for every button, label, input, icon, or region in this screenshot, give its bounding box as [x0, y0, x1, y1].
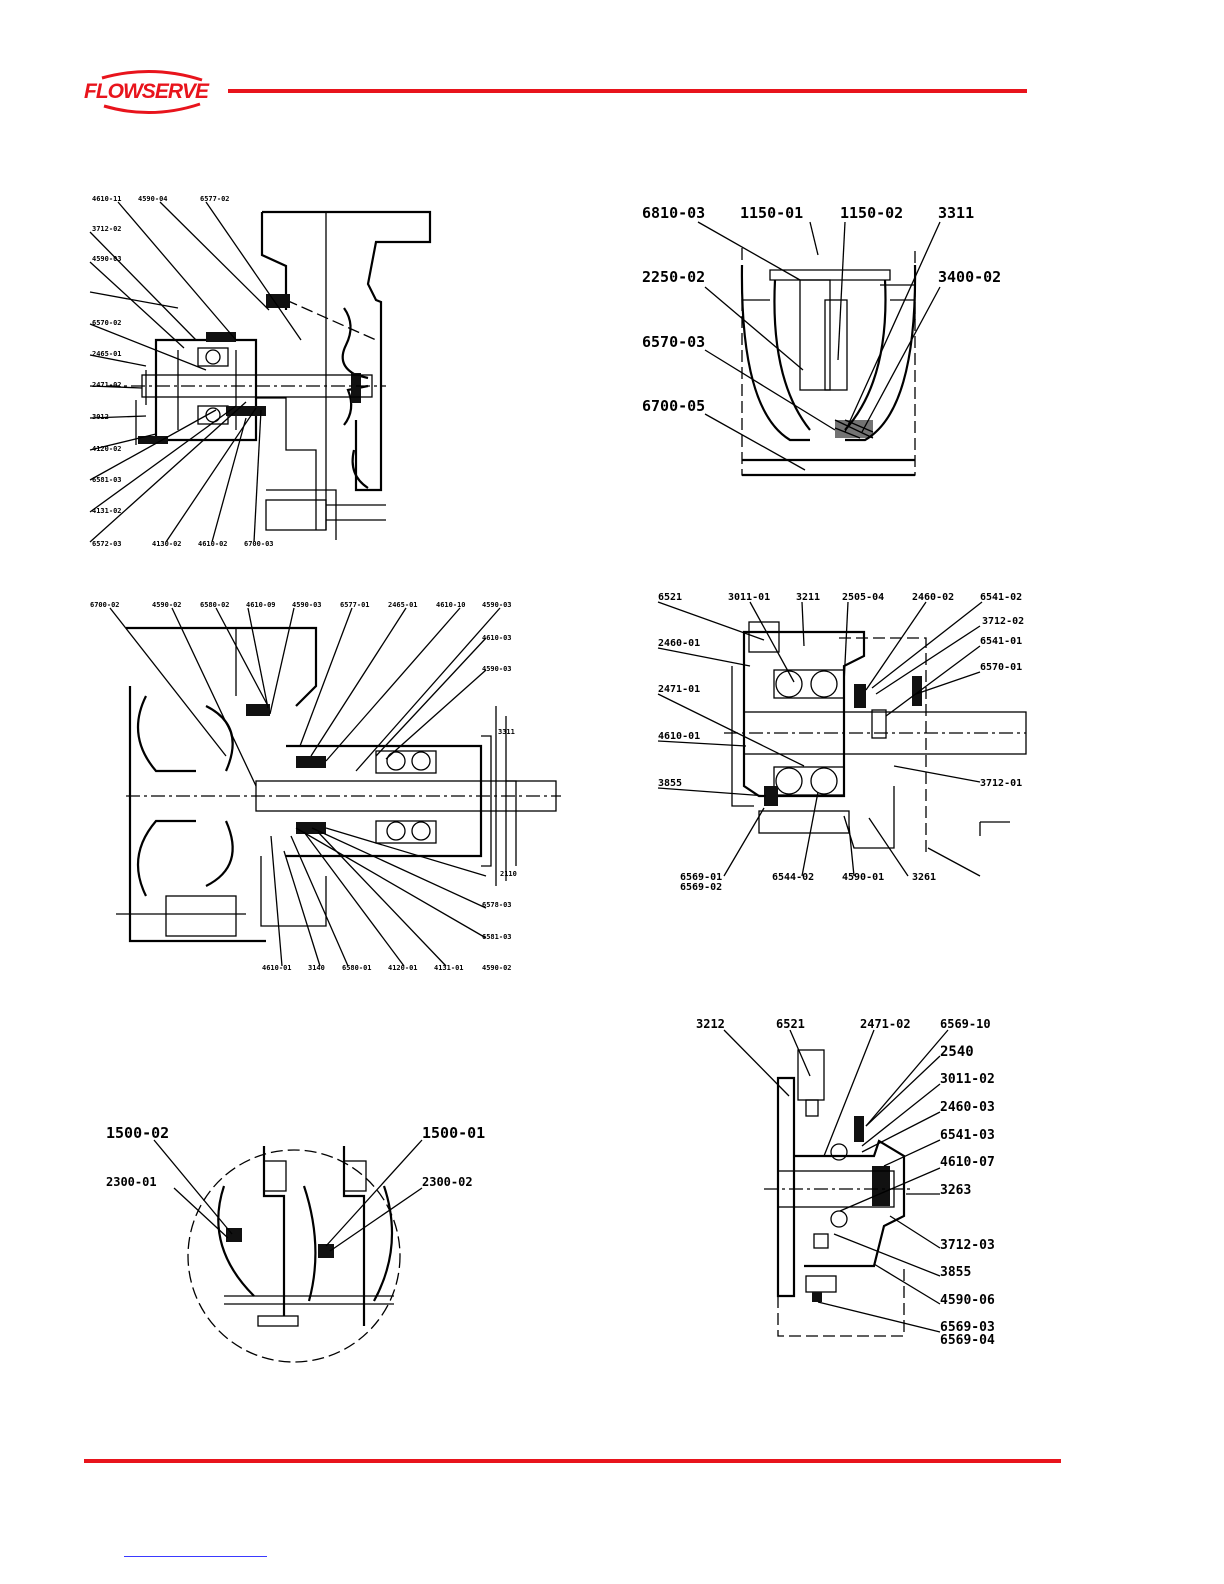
fig4-label: 3211 — [796, 592, 820, 603]
fig3-label: 4590-02 — [152, 601, 182, 609]
fig1-label: 3712-02 — [92, 225, 122, 233]
fig3-label: 4610-03 — [482, 634, 512, 642]
fig4-label: 6569-02 — [680, 882, 722, 893]
fig4-label: 6521 — [658, 592, 682, 603]
fig5-label: 1500-01 — [422, 1124, 485, 1142]
fig1-label: 2471-02 — [92, 381, 122, 389]
fig6-label: 2460-03 — [940, 1100, 995, 1115]
fig3-label: 4590-03 — [482, 601, 512, 609]
fig4-label: 3261 — [912, 872, 936, 883]
fig3-label: 3140 — [308, 964, 325, 972]
fig6-label: 3212 — [696, 1017, 725, 1031]
fig1-label: 4131-02 — [92, 507, 122, 515]
fig1-label: 2465-01 — [92, 350, 122, 358]
fig3-label: 6700-02 — [90, 601, 120, 609]
fig1-label: 6700-03 — [244, 540, 274, 548]
figure-3-sectional-drawing: 6700-02 4590-02 6580-02 4610-09 4590-03 … — [90, 601, 561, 972]
fig3-label: 4131-01 — [434, 964, 464, 972]
fig3-label: 4590-02 — [482, 964, 512, 972]
fig3-label: 4610-10 — [436, 601, 466, 609]
footer-link-underline[interactable] — [124, 1556, 267, 1557]
fig6-label: 3011-02 — [940, 1072, 995, 1087]
fig3-label: 4590-03 — [292, 601, 322, 609]
header-rule — [228, 89, 1027, 93]
fig1-label: 6570-02 — [92, 319, 122, 327]
fig2-label: 3311 — [938, 204, 974, 222]
fig6-label: 6541-03 — [940, 1128, 995, 1143]
fig3-label: 4610-09 — [246, 601, 276, 609]
figure-4-sectional-drawing: 6521 3011-01 3211 2505-04 2460-02 6541-0… — [657, 592, 1027, 893]
fig4-label: 2471-01 — [658, 684, 700, 695]
fig3-label: 3311 — [498, 728, 515, 736]
fig6-label: 2471-02 — [860, 1017, 911, 1031]
fig4-label: 2505-04 — [842, 592, 884, 603]
fig3-label: 6578-03 — [482, 901, 512, 909]
fig1-label: 6577-02 — [200, 195, 230, 203]
fig6-label: 2540 — [940, 1044, 974, 1060]
fig2-label: 6700-05 — [642, 397, 705, 415]
fig3-label: 4590-03 — [482, 665, 512, 673]
footer-rule — [84, 1459, 1061, 1463]
fig1-label: 3012 — [92, 413, 109, 421]
fig5-label: 1500-02 — [106, 1124, 169, 1142]
fig2-label: 2250-02 — [642, 268, 705, 286]
fig6-label: 3263 — [940, 1183, 971, 1198]
fig2-label: 6570-03 — [642, 333, 705, 351]
fig3-label: 6580-02 — [200, 601, 230, 609]
fig6-label: 6569-10 — [940, 1017, 991, 1031]
fig4-label: 6541-01 — [980, 636, 1022, 647]
fig4-label: 2460-02 — [912, 592, 954, 603]
fig4-label: 3011-01 — [728, 592, 770, 603]
fig1-label: 4610-11 — [92, 195, 122, 203]
fig6-label: 6521 — [776, 1017, 805, 1031]
figure-6-sectional-drawing: 3212 6521 2471-02 6569-10 2540 3011-02 2… — [696, 1017, 995, 1348]
fig4-label: 3712-01 — [980, 778, 1022, 789]
fig1-label: 4590-04 — [138, 195, 168, 203]
fig6-label: 6569-04 — [940, 1333, 995, 1348]
fig3-label: 2110 — [500, 870, 517, 878]
fig4-label: 6570-01 — [980, 662, 1022, 673]
figure-5-detail-drawing: 1500-02 2300-01 1500-01 2300-02 — [106, 1124, 485, 1363]
fig6-label: 3855 — [940, 1265, 971, 1280]
figure-2-sectional-drawing: 6810-03 1150-01 1150-02 3311 2250-02 340… — [642, 204, 1001, 477]
fig6-label: 4590-06 — [940, 1293, 995, 1308]
fig3-label: 6581-03 — [482, 933, 512, 941]
fig1-label: 6581-03 — [92, 476, 122, 484]
fig1-label: 4590-03 — [92, 255, 122, 263]
fig6-label: 4610-07 — [940, 1155, 995, 1170]
logo-swoosh-icon — [101, 69, 203, 114]
fig2-label: 1150-01 — [740, 204, 803, 222]
fig4-label: 3855 — [658, 778, 682, 789]
fig1-label: 6572-03 — [92, 540, 122, 548]
fig2-label: 1150-02 — [840, 204, 903, 222]
logo-wordmark: FLOWSERVE — [84, 80, 209, 103]
fig3-label: 4610-01 — [262, 964, 292, 972]
fig6-label: 6569-03 — [940, 1320, 995, 1335]
fig3-label: 2465-01 — [388, 601, 418, 609]
fig3-label: 4120-01 — [388, 964, 418, 972]
flowserve-logo: FLOWSERVE — [82, 66, 222, 116]
fig4-label: 2460-01 — [658, 638, 700, 649]
fig4-label: 3712-02 — [982, 616, 1024, 627]
fig3-label: 6577-01 — [340, 601, 370, 609]
fig4-label: 6541-02 — [980, 592, 1022, 603]
fig4-label: 4610-01 — [658, 731, 700, 742]
fig5-label: 2300-01 — [106, 1175, 157, 1189]
figure-1-sectional-drawing: 4610-11 4590-04 6577-02 3712-02 4590-03 … — [89, 195, 432, 548]
fig5-label: 2300-02 — [422, 1175, 473, 1189]
fig4-label: 6569-01 — [680, 872, 722, 883]
fig2-label: 6810-03 — [642, 204, 705, 222]
fig1-label: 4120-02 — [92, 445, 122, 453]
fig6-label: 3712-03 — [940, 1238, 995, 1253]
fig1-label: 4130-02 — [152, 540, 182, 548]
fig2-label: 3400-02 — [938, 268, 1001, 286]
fig1-label: 4610-02 — [198, 540, 228, 548]
fig4-label: 6544-02 — [772, 872, 814, 883]
fig4-label: 4590-01 — [842, 872, 884, 883]
fig3-label: 6580-01 — [342, 964, 372, 972]
